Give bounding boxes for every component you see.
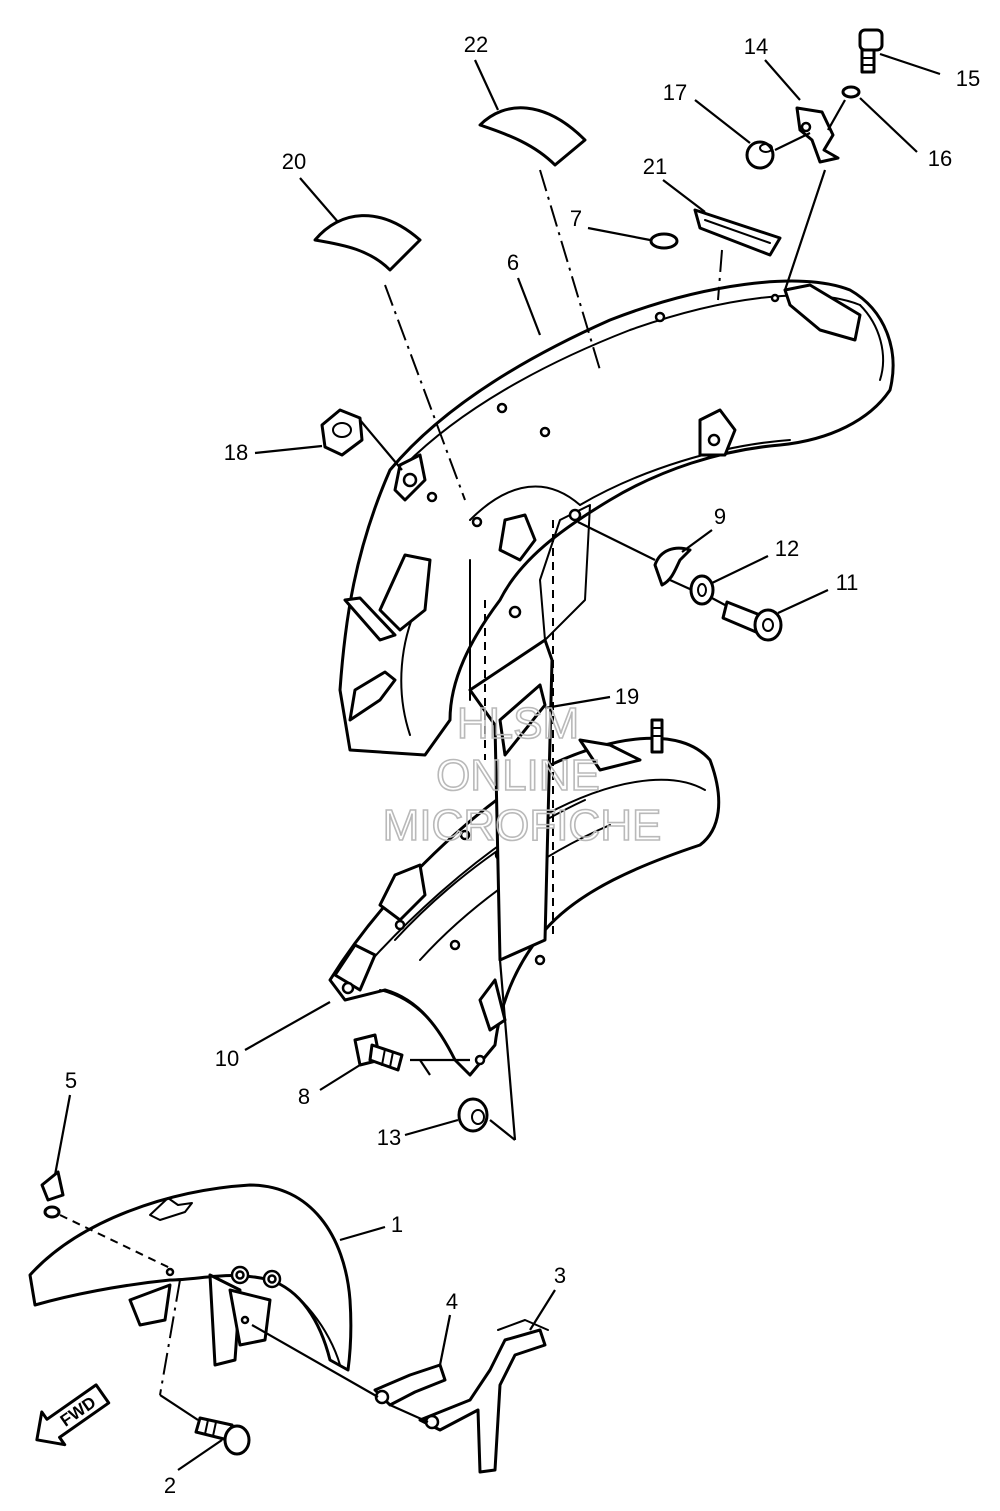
clip-9	[653, 546, 692, 587]
callout-8: 8	[298, 1084, 310, 1109]
bracket-19	[468, 638, 554, 962]
bolt-11	[721, 600, 783, 642]
watermark-line-3: MICROFICHE	[383, 801, 662, 850]
clamp-3	[418, 1319, 549, 1474]
bolt-2	[194, 1416, 251, 1456]
washer-7	[649, 232, 679, 250]
callout-1: 1	[391, 1212, 403, 1237]
watermark-line-1: HLSM	[457, 699, 579, 748]
damper-18	[320, 408, 364, 457]
fwd-arrow: FWD	[35, 1383, 111, 1447]
callout-7: 7	[570, 206, 582, 231]
callout-2: 2	[164, 1473, 176, 1498]
washer-12	[689, 574, 715, 606]
nut-13	[457, 1097, 489, 1133]
callout-3: 3	[554, 1263, 566, 1288]
callout-22: 22	[464, 32, 488, 57]
callout-10: 10	[215, 1046, 239, 1071]
callout-9: 9	[714, 504, 726, 529]
clamp-4	[373, 1363, 447, 1407]
callout-6: 6	[507, 250, 519, 275]
callout-18: 18	[224, 440, 248, 465]
callout-12: 12	[775, 536, 799, 561]
rear-fender	[338, 279, 895, 757]
emblem-21	[693, 208, 782, 257]
callout-5: 5	[65, 1068, 77, 1093]
watermark: HLSM ONLINE MICROFICHE	[382, 698, 662, 851]
callout-19: 19	[615, 684, 639, 709]
callout-21: 21	[643, 154, 667, 179]
bolt-8	[353, 1033, 404, 1072]
callout-15: 15	[956, 66, 980, 91]
bracket-14	[795, 106, 840, 164]
cap-17	[745, 140, 775, 170]
callout-13: 13	[377, 1125, 401, 1150]
assembly-lines	[59, 99, 846, 1424]
callout-16: 16	[928, 146, 952, 171]
callout-20: 20	[282, 149, 306, 174]
callout-labels: 1 2 3 4 5 6 7 8 9 10 11 12 13 14 15 16 1…	[65, 32, 980, 1498]
callout-17: 17	[663, 80, 687, 105]
callout-4: 4	[446, 1289, 458, 1314]
front-fender	[28, 1183, 353, 1372]
callout-14: 14	[744, 34, 768, 59]
callout-leaders	[53, 52, 941, 1471]
decal-20	[313, 214, 422, 272]
screw-15	[858, 28, 884, 74]
clip-5	[40, 1170, 65, 1219]
washer-16	[841, 85, 861, 99]
decal-22	[478, 106, 587, 167]
callout-11: 11	[836, 570, 859, 595]
watermark-line-2: ONLINE	[436, 751, 600, 800]
